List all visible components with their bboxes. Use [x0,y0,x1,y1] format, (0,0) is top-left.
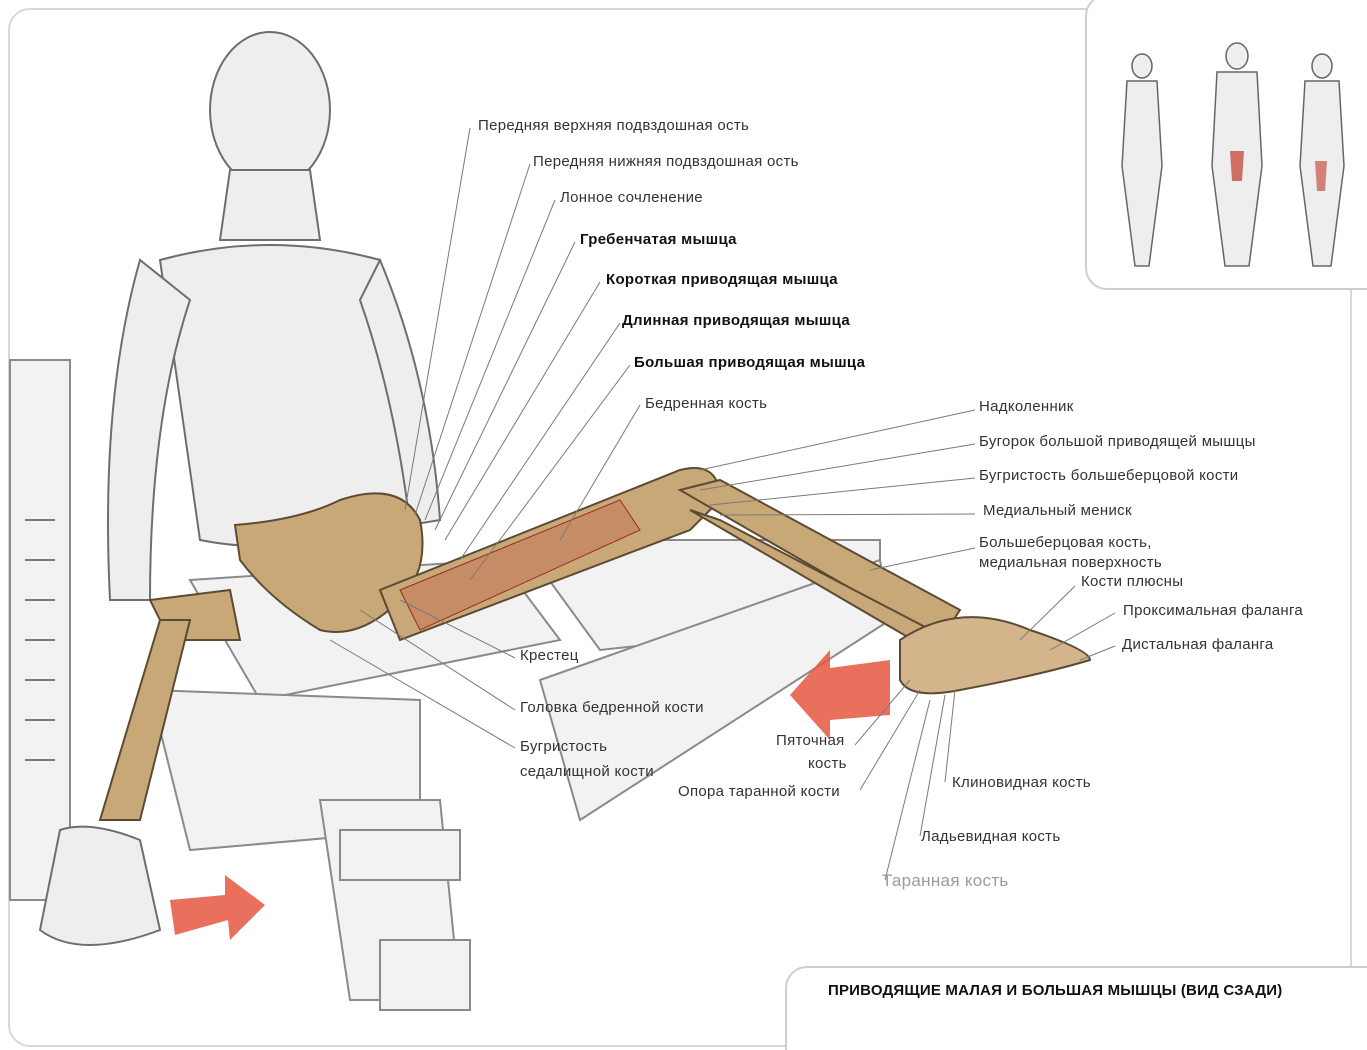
muscle-location-inset [1085,0,1367,290]
label-sacrum: Крестец [520,647,579,665]
arrow-right [170,875,265,940]
label-ant-inf-iliac-spine: Передняя нижняя подвздошная ость [533,153,799,171]
label-distal-phalanx: Дистальная фаланга [1122,636,1274,654]
label-adductor-longus: Длинная приводящая мышца [622,312,850,330]
label-calcaneus-1: Пяточная [776,732,845,750]
foot [900,617,1090,693]
label-metatarsals: Кости плюсны [1081,573,1183,591]
label-navicular: Ладьевидная кость [921,828,1060,846]
label-ischial-tuberosity-1: Бугристость [520,738,607,756]
label-medial-meniscus: Медиальный мениск [983,502,1132,520]
label-adductor-brevis: Короткая приводящая мышца [606,271,838,289]
label-tibial-tuberosity: Бугристость большеберцовой кости [979,467,1238,485]
label-femoral-head: Головка бедренной кости [520,699,704,717]
label-talus: Таранная кость [882,872,1009,890]
label-sustentaculum-tali: Опора таранной кости [678,783,840,801]
label-ant-sup-iliac-spine: Передняя верхняя подвздошная ость [478,117,749,135]
inset-title: ПРИВОДЯЩИЕ МАЛАЯ И БОЛЬШАЯ МЫШЦЫ (ВИД СЗ… [828,982,1282,999]
muscle-figures [1087,0,1367,288]
label-pectineus: Гребенчатая мышца [580,231,737,249]
posterior-view-inset [785,966,1367,1050]
label-femur: Бедренная кость [645,395,767,413]
label-patella: Надколенник [979,398,1074,416]
label-pubic-symphysis: Лонное сочленение [560,189,703,207]
label-adductor-magnus: Большая приводящая мышца [634,354,865,372]
label-adductor-tubercle: Бугорок большой приводящей мышцы [979,433,1256,451]
label-calcaneus-2: кость [808,755,847,773]
label-proximal-phalanx: Проксимальная фаланга [1123,602,1303,620]
label-ischial-tuberosity-2: седалищной кости [520,763,654,781]
label-cuneiform: Клиновидная кость [952,774,1091,792]
label-tibia-medial-2: медиальная поверхность [979,554,1162,572]
label-tibia-medial-1: Большеберцовая кость, [979,534,1152,552]
